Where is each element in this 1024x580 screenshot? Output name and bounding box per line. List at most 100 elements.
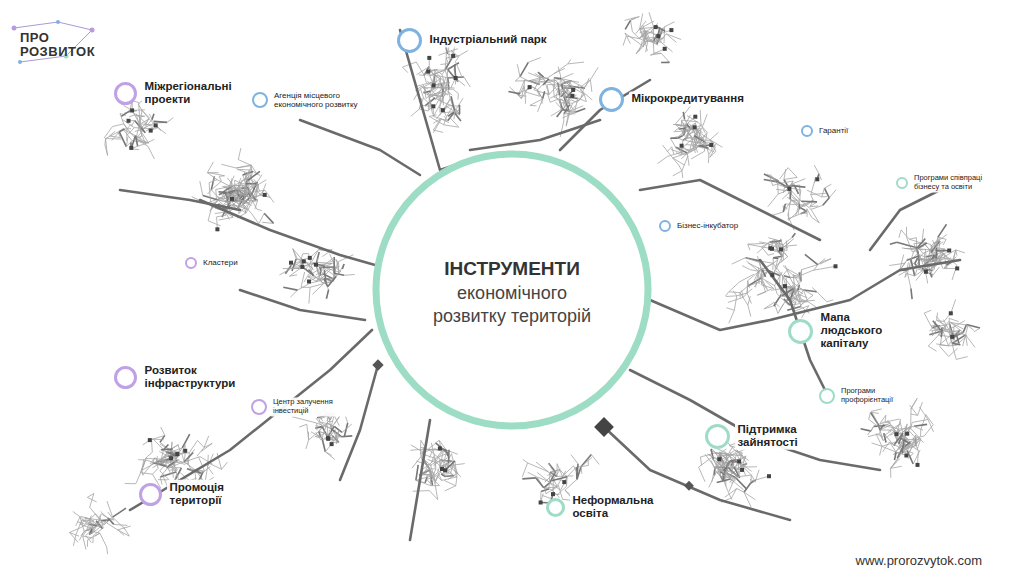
street-line: [339, 264, 344, 274]
street-line: [449, 92, 450, 99]
street-line: [710, 132, 718, 139]
street-line: [586, 78, 590, 87]
street-line: [580, 87, 585, 90]
street-line: [918, 402, 923, 415]
street-line: [916, 435, 924, 442]
street-line: [215, 212, 226, 213]
street-line: [748, 263, 762, 270]
street-line: [264, 213, 273, 223]
street-line: [731, 477, 739, 484]
street-line: [829, 190, 836, 198]
street-line: [779, 304, 784, 312]
street-line: [455, 55, 459, 61]
street-line: [928, 420, 934, 432]
street-line: [152, 439, 164, 441]
street-line: [787, 269, 800, 276]
street-line: [709, 472, 716, 487]
street-line: [453, 89, 458, 93]
street-line: [778, 304, 784, 314]
street-line: [291, 268, 300, 269]
street-line: [748, 243, 765, 245]
street-line: [525, 92, 527, 104]
street-line: [443, 88, 453, 90]
street-line: [762, 270, 765, 277]
street-line: [798, 202, 799, 214]
street-line: [537, 90, 542, 99]
street-line: [885, 415, 887, 422]
street-line: [279, 268, 291, 275]
street-line: [197, 448, 204, 457]
street-line: [433, 119, 441, 133]
street-line: [105, 145, 108, 156]
street-line: [209, 183, 210, 199]
street-line: [728, 297, 743, 302]
street-line: [771, 212, 783, 216]
street-line: [693, 123, 696, 133]
street-line: [673, 158, 679, 165]
street-line: [234, 190, 237, 202]
street-line: [902, 248, 918, 250]
street-line: [701, 457, 702, 466]
street-line: [419, 74, 424, 76]
street-line: [914, 426, 923, 430]
street-line: [747, 289, 752, 293]
street-line: [792, 186, 806, 187]
street-line: [919, 407, 928, 420]
street-line: [437, 79, 440, 89]
street-line: [910, 405, 918, 415]
street-line: [667, 147, 672, 152]
street-line: [426, 465, 435, 477]
street-line: [695, 144, 697, 152]
street-line: [690, 125, 703, 131]
street-line: [801, 201, 817, 203]
street-line: [161, 427, 165, 435]
street-line: [558, 67, 561, 76]
street-line: [801, 295, 813, 304]
street-line: [528, 79, 544, 82]
street-line: [810, 205, 819, 207]
street-line: [783, 204, 785, 212]
street-line: [547, 74, 554, 79]
street-line: [147, 452, 153, 457]
street-line: [561, 84, 563, 89]
street-line: [154, 121, 167, 122]
street-line: [125, 483, 136, 484]
street-line: [732, 258, 746, 264]
street-line: [564, 113, 576, 114]
street-line: [917, 238, 926, 248]
street-line: [899, 230, 901, 238]
street-line: [285, 265, 291, 274]
street-line: [316, 268, 325, 275]
street-line: [798, 290, 802, 299]
street-line: [237, 169, 252, 171]
street-line: [187, 458, 189, 463]
street-line: [710, 140, 722, 148]
street-line: [876, 434, 882, 447]
street-line: [561, 92, 568, 102]
street-line: [551, 110, 561, 116]
street-line: [239, 178, 241, 184]
street-line: [812, 217, 820, 223]
street-line: [801, 210, 807, 214]
street-line: [768, 194, 778, 207]
street-line: [568, 62, 584, 64]
street-line: [777, 184, 779, 194]
street-line: [678, 136, 683, 138]
street-line: [219, 217, 233, 220]
street-line: [344, 274, 355, 276]
street-line: [754, 271, 758, 281]
street-line: [686, 124, 687, 131]
street-line: [326, 290, 328, 299]
street-line: [543, 91, 545, 99]
street-line: [747, 293, 751, 304]
street-line: [182, 454, 184, 462]
street-line: [572, 96, 586, 102]
street-line: [785, 203, 798, 205]
street-line: [682, 120, 698, 122]
street-line: [715, 470, 726, 482]
street-line: [909, 239, 922, 243]
street-line: [686, 145, 699, 146]
street-line: [570, 106, 583, 111]
street-line: [170, 470, 178, 471]
street-line: [447, 82, 450, 86]
